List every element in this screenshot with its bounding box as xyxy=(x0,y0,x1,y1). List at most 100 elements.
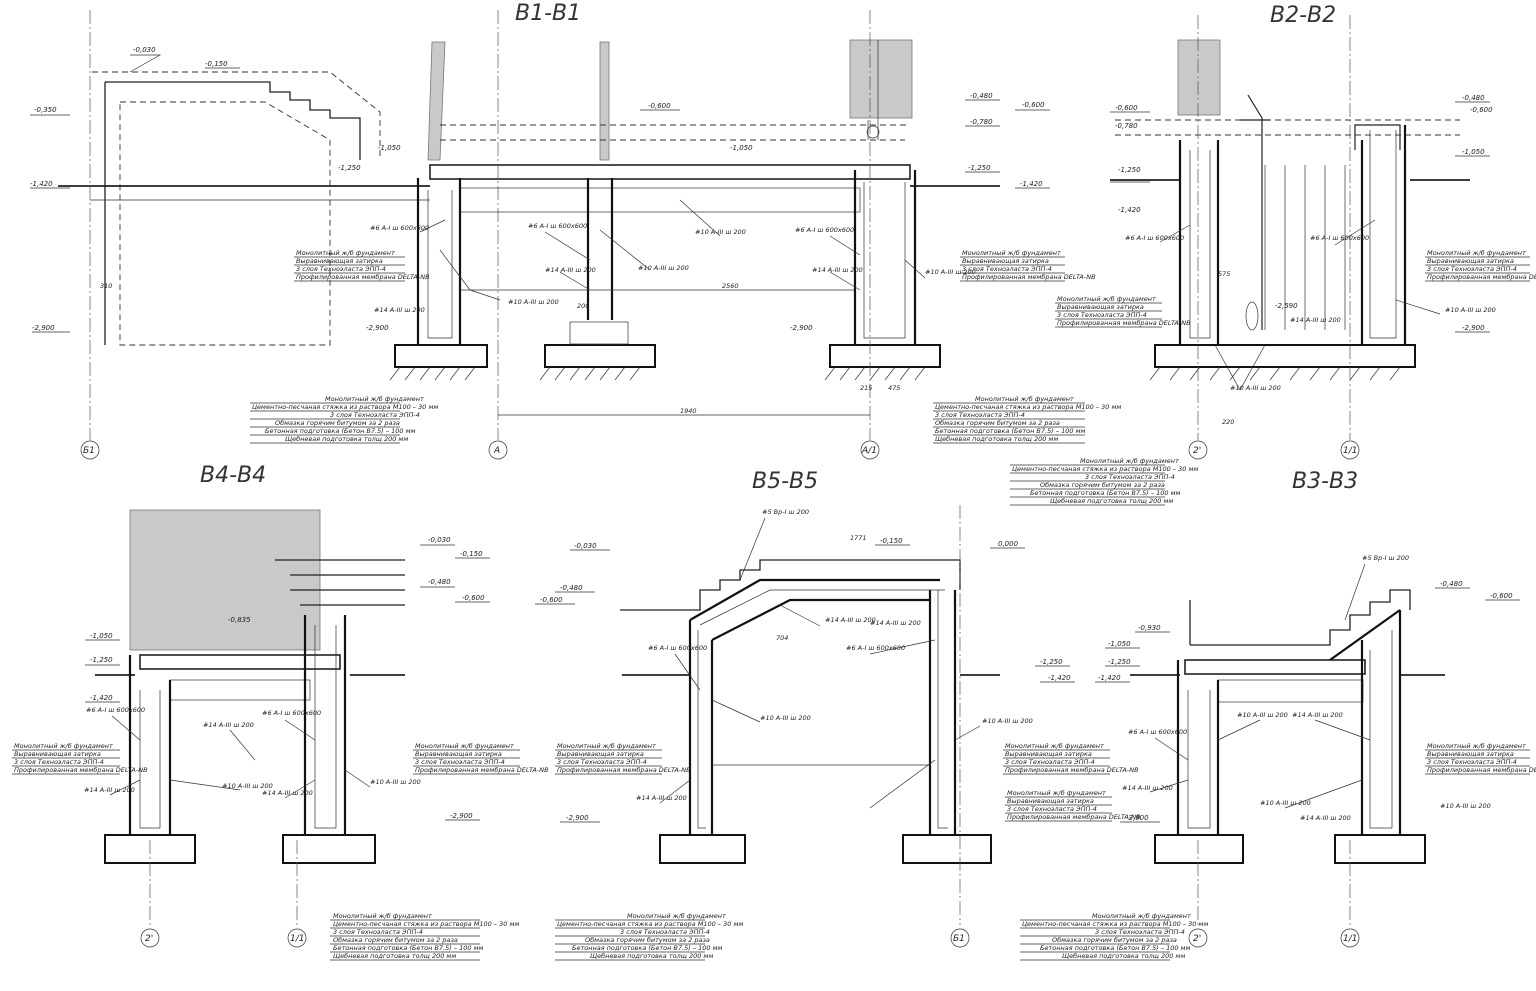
svg-text:-1,050: -1,050 xyxy=(90,632,113,640)
svg-text:-0,600: -0,600 xyxy=(1490,592,1513,600)
hidden-contour xyxy=(119,101,331,346)
svg-text:А/1: А/1 xyxy=(861,446,877,456)
svg-text:Выравнивающая затирка: Выравнивающая затирка xyxy=(14,750,101,758)
pipe xyxy=(867,40,879,140)
svg-text:Профилированная мембрана DELTA: Профилированная мембрана DELTA-NB xyxy=(14,766,148,774)
svg-text:0,000: 0,000 xyxy=(998,540,1019,548)
level-leader xyxy=(85,544,490,821)
svg-text:#14 A-III ш 200: #14 A-III ш 200 xyxy=(825,616,876,624)
svg-text:Монолитный ж/б фундамент: Монолитный ж/б фундамент xyxy=(1080,457,1179,465)
floor-slab xyxy=(459,187,861,213)
svg-text:-2,900: -2,900 xyxy=(1126,814,1149,822)
svg-text:#14 A-III ш 200: #14 A-III ш 200 xyxy=(374,306,425,314)
rebar-labels: #5 Вр-I ш 200 #6 A-I ш 600x600 #14 A-III… xyxy=(1122,554,1491,822)
svg-text:#6 A-I ш 600x600: #6 A-I ш 600x600 xyxy=(648,644,707,652)
section-title: В5-В5 xyxy=(752,469,818,494)
axis-markers: 2' 1/1 xyxy=(140,928,307,948)
svg-text:3 слоя Техноэласта ЭПП-4: 3 слоя Техноэласта ЭПП-4 xyxy=(1057,311,1147,319)
svg-text:310: 310 xyxy=(100,282,112,290)
rebar-labels: #5 Вр-I ш 200 #6 A-I ш 600x600 #14 A-III… xyxy=(636,508,1033,809)
svg-text:-0,600: -0,600 xyxy=(1470,106,1493,114)
svg-text:#10 A-III ш 200: #10 A-III ш 200 xyxy=(370,778,421,786)
svg-text:3 слоя Техноэласта ЭПП-4: 3 слоя Техноэласта ЭПП-4 xyxy=(1005,758,1095,766)
rebar-labels: #6 A-I ш 600x600 #6 A-I ш 600x600 #14 A-… xyxy=(1125,219,1496,426)
footing xyxy=(544,344,656,368)
svg-text:-0,150: -0,150 xyxy=(880,537,903,545)
hidden-contour xyxy=(92,71,381,160)
svg-text:Монолитный ж/б фундамент: Монолитный ж/б фундамент xyxy=(962,249,1061,257)
svg-text:#5 Вр-I ш 200: #5 Вр-I ш 200 xyxy=(762,508,809,516)
svg-text:-1,250: -1,250 xyxy=(338,164,361,172)
svg-text:Цементно-песчаная стяжка из ра: Цементно-песчаная стяжка из раствора М10… xyxy=(252,403,438,411)
svg-text:-1,420: -1,420 xyxy=(30,180,53,188)
axis-markers: Б1 xyxy=(950,928,970,948)
svg-text:-1,250: -1,250 xyxy=(1040,658,1063,666)
svg-text:-0,030: -0,030 xyxy=(574,542,597,550)
floor-note: Монолитный ж/б фундамент Цементно-песчан… xyxy=(555,912,743,961)
svg-text:-0,600: -0,600 xyxy=(540,596,563,604)
svg-text:А: А xyxy=(493,446,500,456)
floor-slab xyxy=(1217,679,1364,703)
svg-text:-0,780: -0,780 xyxy=(1115,122,1138,130)
svg-text:Профилированная мембрана DELTA: Профилированная мембрана DELTA-NB xyxy=(557,766,691,774)
floor-note: Монолитный ж/б фундамент Цементно-песчан… xyxy=(1020,912,1208,961)
section-title: В4-В4 xyxy=(200,463,266,488)
svg-text:-0,930: -0,930 xyxy=(1138,624,1161,632)
svg-text:-0,600: -0,600 xyxy=(462,594,485,602)
svg-text:-0,030: -0,030 xyxy=(428,536,451,544)
svg-text:3 слоя Техноэласта ЭПП-4: 3 слоя Техноэласта ЭПП-4 xyxy=(1085,473,1175,481)
svg-text:Монолитный ж/б фундамент: Монолитный ж/б фундамент xyxy=(1427,249,1526,257)
wall-right xyxy=(853,170,917,345)
grid-line xyxy=(149,840,298,925)
svg-text:Выравнивающая затирка: Выравнивающая затирка xyxy=(1057,303,1144,311)
svg-text:-1,420: -1,420 xyxy=(1098,674,1121,682)
existing-wall xyxy=(1177,39,1221,116)
existing-wall xyxy=(129,509,321,651)
svg-text:575: 575 xyxy=(1218,270,1230,278)
svg-text:-1,250: -1,250 xyxy=(90,656,113,664)
svg-text:Монолитный ж/б фундамент: Монолитный ж/б фундамент xyxy=(1092,912,1191,920)
svg-text:-0,480: -0,480 xyxy=(1462,94,1485,102)
svg-text:#6 A-I ш 600x600: #6 A-I ш 600x600 xyxy=(528,222,587,230)
level-leader xyxy=(535,544,1075,823)
svg-text:Выравнивающая затирка: Выравнивающая затирка xyxy=(296,257,383,265)
svg-text:3 слоя Техноэласта ЭПП-4: 3 слоя Техноэласта ЭПП-4 xyxy=(1427,758,1517,766)
wall xyxy=(1178,125,1407,345)
rebar-labels: #6 A-I ш 600x600 #14 A-III ш 200 #10 A-I… xyxy=(370,199,976,314)
rebar-cage xyxy=(139,625,337,829)
svg-text:3 слоя Техноэласта ЭПП-4: 3 слоя Техноэласта ЭПП-4 xyxy=(14,758,104,766)
svg-text:-0,480: -0,480 xyxy=(428,578,451,586)
svg-text:Монолитный ж/б фундамент: Монолитный ж/б фундамент xyxy=(1007,789,1106,797)
svg-text:Монолитный ж/б фундамент: Монолитный ж/б фундамент xyxy=(296,249,395,257)
section-b2: В2-В2 -0,600 -0,780 -1,250 -1,420 -0,480… xyxy=(1010,3,1536,506)
svg-text:Бетонная подготовка (Бетон В7.: Бетонная подготовка (Бетон В7.5) – 100 м… xyxy=(1040,944,1191,952)
existing-wall xyxy=(599,41,610,161)
svg-text:Профилированная мембрана DELTA: Профилированная мембрана DELTA-NB xyxy=(1057,319,1191,327)
svg-text:-0,150: -0,150 xyxy=(205,60,228,68)
section-b4: В4-В4 -0,030 -0,150 -0,480 -0,600 -0,835… xyxy=(12,463,549,961)
svg-text:200: 200 xyxy=(577,302,589,310)
svg-text:Выравнивающая затирка: Выравнивающая затирка xyxy=(1427,750,1514,758)
svg-text:#10 A-III ш 200: #10 A-III ш 200 xyxy=(982,717,1033,725)
svg-text:3 слоя Техноэласта ЭПП-4: 3 слоя Техноэласта ЭПП-4 xyxy=(330,411,420,419)
svg-text:3 слоя Техноэласта ЭПП-4: 3 слоя Техноэласта ЭПП-4 xyxy=(1095,928,1185,936)
stair-outline xyxy=(275,559,405,606)
svg-text:-1,420: -1,420 xyxy=(1048,674,1071,682)
footing xyxy=(394,344,488,368)
svg-text:#14 A-III ш 200: #14 A-III ш 200 xyxy=(1292,711,1343,719)
svg-text:Цементно-песчаная стяжка из ра: Цементно-песчаная стяжка из раствора М10… xyxy=(1012,465,1198,473)
svg-text:#10 A-III ш 200: #10 A-III ш 200 xyxy=(1445,306,1496,314)
svg-text:Цементно-песчаная стяжка из ра: Цементно-песчаная стяжка из раствора М10… xyxy=(557,920,743,928)
svg-text:Монолитный ж/б фундамент: Монолитный ж/б фундамент xyxy=(1005,742,1104,750)
rebar-cage xyxy=(697,589,948,829)
svg-text:Щебневая подготовка толщ 200 м: Щебневая подготовка толщ 200 мм xyxy=(1050,497,1173,505)
svg-text:Обмазка горячим битумом за 2 р: Обмазка горячим битумом за 2 раза xyxy=(585,936,710,944)
rebar-leader xyxy=(1159,219,1441,391)
svg-text:#10 A-III ш 200: #10 A-III ш 200 xyxy=(1237,711,1288,719)
stair-outline xyxy=(104,81,361,345)
svg-text:#14 A-III ш 200: #14 A-III ш 200 xyxy=(545,266,596,274)
svg-text:#10 A-III ш 200: #10 A-III ш 200 xyxy=(222,782,273,790)
existing-wall xyxy=(849,39,913,119)
svg-text:-0,835: -0,835 xyxy=(228,616,251,624)
